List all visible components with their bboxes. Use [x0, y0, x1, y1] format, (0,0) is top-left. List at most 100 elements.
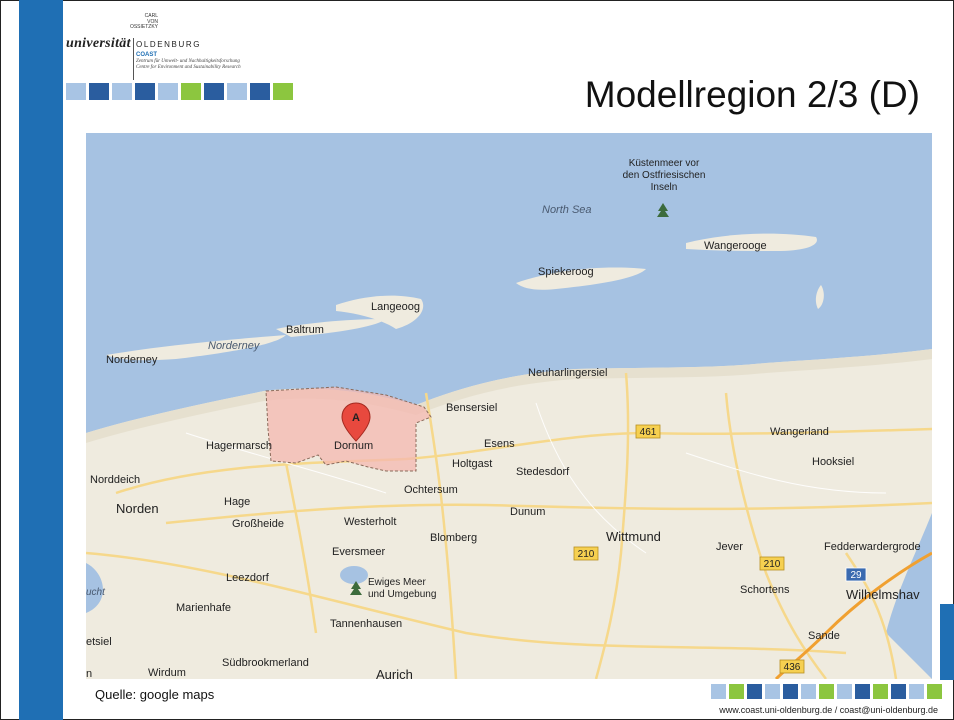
label-spiekeroog: Spiekeroog — [538, 266, 594, 278]
slide-title: Modellregion 2/3 (D) — [584, 74, 920, 115]
label-wangerland: Wangerland — [770, 426, 829, 438]
logo-carl-line: OSSIETZKY — [129, 24, 158, 30]
island-wangerooge — [686, 233, 817, 251]
decorative-square — [765, 684, 780, 699]
footer-url: www.coast.uni-oldenburg.de / coast@uni-o… — [719, 705, 938, 715]
decorative-square — [801, 684, 816, 699]
minor-roads — [185, 402, 887, 554]
decorative-square — [819, 684, 834, 699]
road-shield-210a: 210 — [573, 546, 599, 561]
map-image: A 461 210 210 29 436 Küstenmeer vor den … — [86, 133, 932, 679]
label-westerholt: Westerholt — [344, 516, 396, 528]
island-langeoog — [336, 295, 424, 329]
label-schortens: Schortens — [740, 584, 790, 596]
label-ewiges-meer-2: und Umgebung — [368, 589, 436, 600]
label-dornum: Dornum — [334, 440, 373, 452]
road-shield-461: 461 — [635, 424, 661, 439]
label-jever: Jever — [716, 541, 743, 553]
logo-carl-line: CARL — [144, 13, 158, 19]
label-kuestenmeer-1: Küstenmeer vor — [629, 158, 700, 169]
decorative-square — [89, 83, 109, 100]
marker-letter: A — [352, 412, 360, 424]
label-aurich: Aurich — [376, 667, 413, 679]
decorative-square — [227, 83, 247, 100]
lake-ewiges-meer — [340, 566, 368, 584]
tree-icon — [350, 581, 362, 595]
logo-carl-text: CARL VON OSSIETZKY — [128, 13, 158, 31]
label-blomberg: Blomberg — [430, 532, 477, 544]
label-wirdum: Wirdum — [148, 667, 186, 679]
label-esens: Esens — [484, 438, 515, 450]
decorative-squares-bottom — [711, 684, 942, 699]
logo-zentrum-de: Zentrum für Umwelt- und Nachhaltigkeitsf… — [136, 59, 240, 64]
decorative-square — [181, 83, 201, 100]
label-baltrum: Baltrum — [286, 324, 324, 336]
label-grossheide: Großheide — [232, 518, 284, 530]
label-ewiges-meer-1: Ewiges Meer — [368, 577, 426, 588]
label-stedesdorf: Stedesdorf — [516, 466, 570, 478]
map-source-caption: Quelle: google maps — [95, 687, 215, 702]
label-wittmund: Wittmund — [606, 529, 661, 544]
label-bensersiel: Bensersiel — [446, 402, 497, 414]
decorative-square — [747, 684, 762, 699]
label-holtgast: Holtgast — [452, 458, 492, 470]
left-brand-bar — [19, 0, 63, 720]
label-norddeich: Norddeich — [90, 474, 140, 486]
label-leezdorf: Leezdorf — [226, 572, 270, 584]
island-baltrum — [276, 319, 386, 337]
decorative-square — [250, 83, 270, 100]
road-shield-29-label: 29 — [850, 570, 862, 581]
decorative-square — [837, 684, 852, 699]
road-shield-436: 436 — [779, 659, 805, 674]
label-wangerooge: Wangerooge — [704, 240, 767, 252]
logo-coast: COAST — [136, 52, 157, 58]
decorative-square — [135, 83, 155, 100]
label-n-edge: n — [86, 668, 92, 679]
label-norderney: Norderney — [106, 354, 158, 366]
island-norderney — [106, 335, 286, 361]
label-hage: Hage — [224, 496, 250, 508]
road-shield-210b-label: 210 — [764, 559, 781, 570]
label-kuestenmeer-2: den Ostfriesischen — [623, 170, 706, 181]
road-shield-29: 29 — [845, 567, 867, 582]
coastal-strip — [86, 349, 932, 443]
label-hagermarsch: Hagermarsch — [206, 440, 272, 452]
decorative-square — [891, 684, 906, 699]
label-norden: Norden — [116, 501, 159, 516]
left-bay — [86, 563, 103, 613]
tree-icon — [657, 203, 669, 217]
decorative-squares-top — [66, 83, 293, 100]
decorative-square — [711, 684, 726, 699]
label-ochtersum: Ochtersum — [404, 484, 458, 496]
road-shield-210b: 210 — [759, 556, 785, 571]
decorative-square — [909, 684, 924, 699]
decorative-square — [66, 83, 86, 100]
label-norderney-island: Norderney — [208, 340, 261, 352]
label-dunum: Dunum — [510, 506, 545, 518]
jade-bay — [886, 513, 932, 679]
right-brand-bar — [940, 604, 954, 680]
label-tannenhausen: Tannenhausen — [330, 618, 402, 630]
decorative-square — [783, 684, 798, 699]
label-etsiel: etsiel — [86, 636, 112, 648]
logo-zentrum-en: Centre for Environment and Sustainabilit… — [136, 65, 241, 70]
label-suedbrookmerland: Südbrookmerland — [222, 657, 309, 669]
logo-universitaet: universität — [66, 36, 131, 51]
decorative-square — [204, 83, 224, 100]
label-kuestenmeer-3: Inseln — [651, 182, 678, 193]
label-neuharlingersiel: Neuharlingersiel — [528, 367, 608, 379]
decorative-square — [729, 684, 744, 699]
logo-separator — [133, 38, 134, 80]
decorative-square — [927, 684, 942, 699]
logo-oldenburg: OLDENBURG — [136, 40, 202, 49]
decorative-square — [855, 684, 870, 699]
island-small — [815, 285, 824, 309]
label-fedderwardergroden: Fedderwardergrode — [824, 541, 921, 553]
label-hooksiel: Hooksiel — [812, 456, 854, 468]
decorative-square — [112, 83, 132, 100]
marker-pin — [341, 402, 371, 442]
label-wilhelmshaven: Wilhelmshav — [846, 587, 920, 602]
label-langeoog: Langeoog — [371, 301, 420, 313]
label-eversmeer: Eversmeer — [332, 546, 386, 558]
label-sande: Sande — [808, 630, 840, 642]
